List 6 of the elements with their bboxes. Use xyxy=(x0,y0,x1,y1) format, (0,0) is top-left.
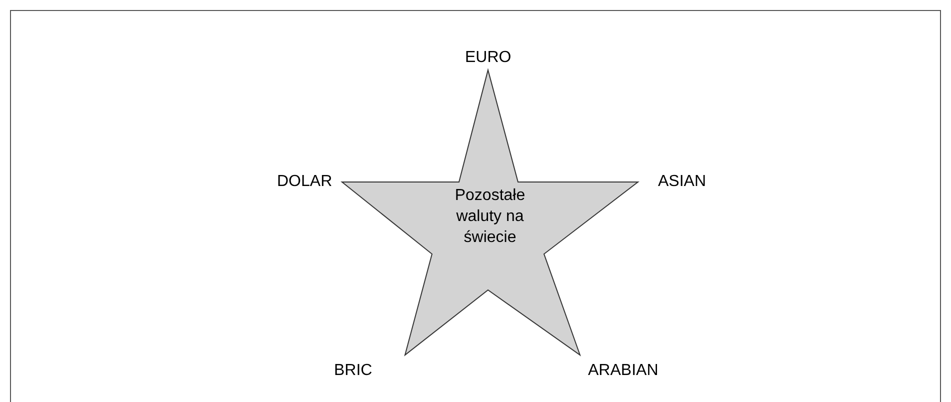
point-label: EURO xyxy=(465,49,512,67)
point-label: ASIAN xyxy=(658,173,706,191)
point-label: BRIC xyxy=(334,362,372,380)
star-label: Pozostałe waluty na świecie xyxy=(454,186,526,248)
point-label: DOLAR xyxy=(277,173,332,191)
point-label: ARABIAN xyxy=(588,362,658,380)
